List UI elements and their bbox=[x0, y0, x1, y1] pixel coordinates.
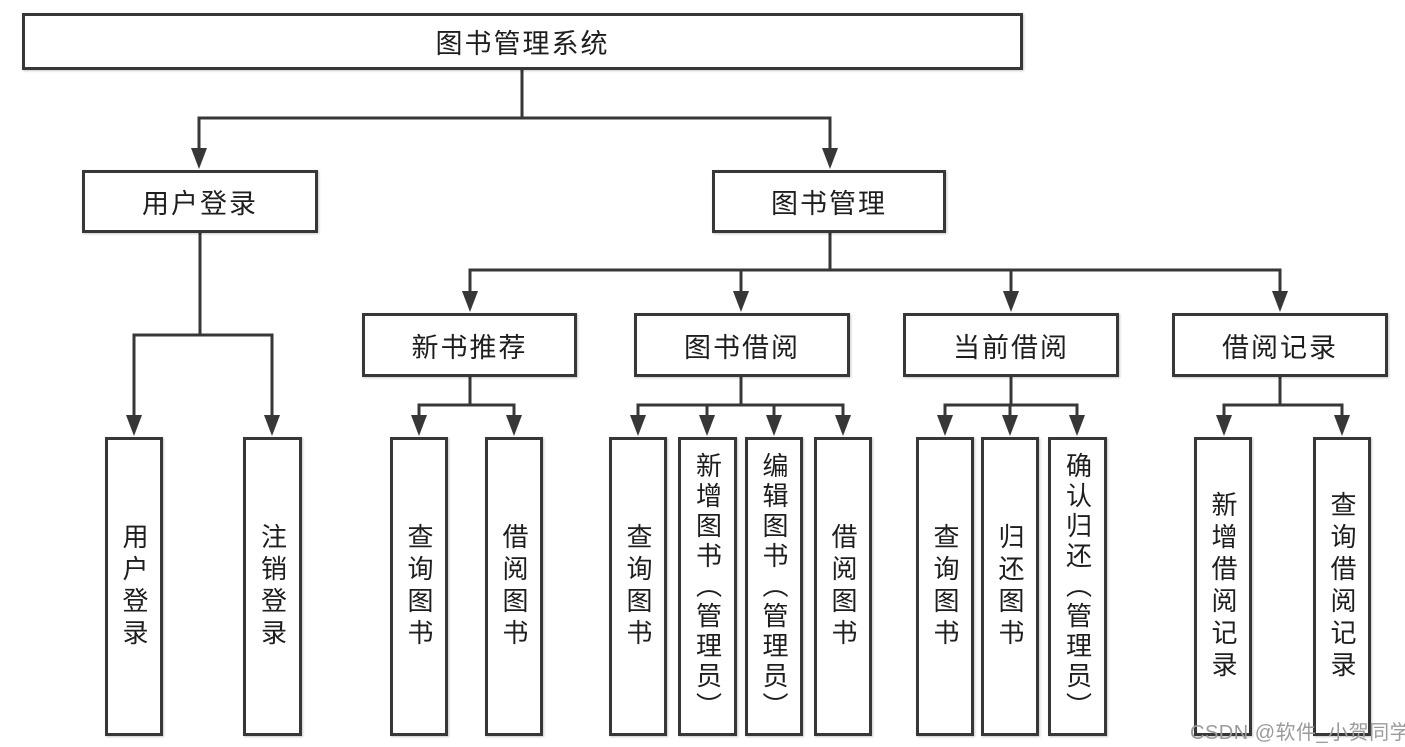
node-root: 图书管理系统 bbox=[22, 13, 1023, 70]
leaf-logout: 注销登录 bbox=[243, 437, 302, 736]
leaf-recommend-borrow-books: 借阅图书 bbox=[485, 437, 543, 736]
node-user-login: 用户登录 bbox=[82, 170, 318, 233]
leaf-user-login-label: 用户登录 bbox=[119, 522, 149, 651]
node-new-book-recommend: 新书推荐 bbox=[362, 313, 577, 377]
leaf-recommend-query-books-label: 查询图书 bbox=[404, 522, 434, 651]
node-book-management-label: 图书管理 bbox=[771, 189, 887, 219]
leaf-records-add-record-label: 新增借阅记录 bbox=[1208, 490, 1238, 683]
watermark: CSDN @软件_小贺同学 bbox=[1190, 722, 1405, 744]
leaf-borrowing-edit-books-label: 编辑图书（管理员） bbox=[759, 451, 789, 722]
leaf-borrowing-add-books-label: 新增图书（管理员） bbox=[692, 451, 723, 722]
leaf-current-query-books: 查询图书 bbox=[916, 437, 974, 736]
leaf-current-return-books: 归还图书 bbox=[981, 437, 1039, 736]
leaf-current-confirm-return: 确认归还（管理员） bbox=[1048, 437, 1107, 736]
node-user-login-label: 用户登录 bbox=[142, 189, 258, 219]
node-borrow-records-label: 借阅记录 bbox=[1222, 332, 1338, 363]
node-root-label: 图书管理系统 bbox=[435, 29, 610, 59]
leaf-recommend-borrow-books-label: 借阅图书 bbox=[499, 522, 529, 651]
leaf-records-add-record: 新增借阅记录 bbox=[1194, 437, 1252, 736]
leaf-borrowing-query-books-label: 查询图书 bbox=[623, 522, 653, 651]
leaf-borrowing-add-books: 新增图书（管理员） bbox=[678, 437, 737, 736]
node-borrow-records: 借阅记录 bbox=[1172, 313, 1388, 377]
leaf-borrowing-borrow-books-label: 借阅图书 bbox=[828, 522, 858, 651]
node-current-borrowing-label: 当前借阅 bbox=[953, 332, 1069, 363]
leaf-current-confirm-return-label: 确认归还（管理员） bbox=[1062, 451, 1093, 722]
leaf-recommend-query-books: 查询图书 bbox=[390, 437, 448, 736]
node-new-book-recommend-label: 新书推荐 bbox=[411, 332, 528, 363]
leaf-records-query-record-label: 查询借阅记录 bbox=[1327, 490, 1357, 683]
leaf-user-login: 用户登录 bbox=[105, 437, 163, 736]
leaf-borrowing-borrow-books: 借阅图书 bbox=[814, 437, 872, 736]
leaf-current-return-books-label: 归还图书 bbox=[995, 522, 1025, 651]
leaf-logout-label: 注销登录 bbox=[257, 522, 288, 651]
leaf-borrowing-query-books: 查询图书 bbox=[609, 437, 667, 736]
leaf-current-query-books-label: 查询图书 bbox=[930, 522, 960, 651]
leaf-borrowing-edit-books: 编辑图书（管理员） bbox=[745, 437, 803, 736]
node-book-borrowing-label: 图书借阅 bbox=[684, 332, 800, 363]
node-book-borrowing: 图书借阅 bbox=[634, 313, 850, 377]
node-current-borrowing: 当前借阅 bbox=[903, 313, 1119, 377]
node-book-management: 图书管理 bbox=[712, 170, 946, 233]
leaf-records-query-record: 查询借阅记录 bbox=[1313, 437, 1371, 736]
